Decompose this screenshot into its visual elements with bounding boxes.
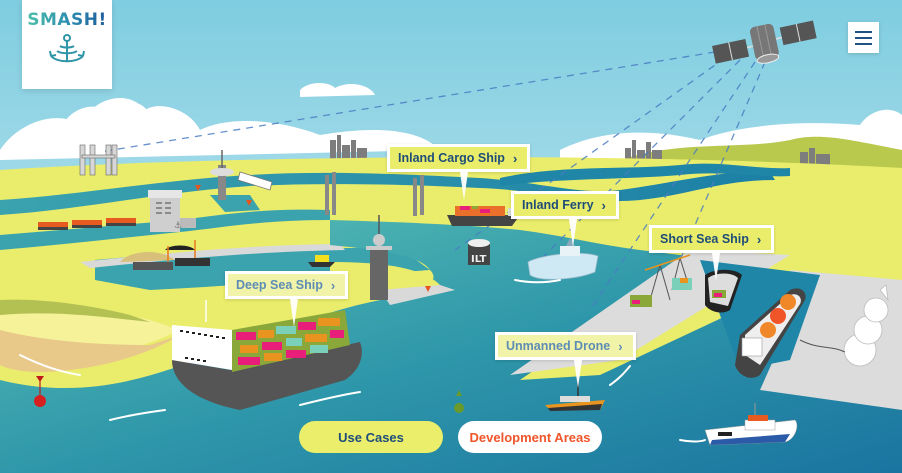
development-areas-button[interactable]: Development Areas	[458, 421, 602, 453]
anchor-icon	[49, 34, 85, 63]
chevron-right-icon: ›	[756, 231, 762, 247]
label-inland-cargo-ship[interactable]: Inland Cargo Ship ›	[387, 144, 531, 200]
label-short-sea-ship[interactable]: Short Sea Ship ›	[649, 225, 775, 281]
hamburger-menu-button[interactable]	[848, 22, 879, 53]
label-text: Short Sea Ship	[660, 232, 749, 246]
svg-text:⚓: ⚓	[174, 221, 182, 231]
label-inland-ferry[interactable]: Inland Ferry ›	[511, 191, 619, 247]
hamburger-menu-icon-bar	[855, 30, 872, 33]
chevron-right-icon: ›	[330, 277, 336, 293]
hamburger-menu-icon-bar	[855, 36, 872, 39]
label-pointer	[460, 172, 468, 200]
label-pointer	[712, 253, 720, 281]
chevron-right-icon: ›	[512, 150, 518, 166]
svg-text:ILT: ILT	[471, 254, 486, 265]
label-text: Inland Cargo Ship	[398, 151, 505, 165]
label-text: Inland Ferry	[522, 198, 594, 212]
smash-logo[interactable]: SMASH!	[22, 0, 112, 89]
label-pointer	[290, 299, 298, 327]
use-cases-button[interactable]: Use Cases	[299, 421, 443, 453]
label-pointer	[569, 219, 577, 247]
chevron-right-icon: ›	[618, 338, 623, 354]
label-text: Deep Sea Ship	[236, 278, 323, 292]
logo-text: SMASH!	[27, 10, 107, 30]
label-deep-sea-ship[interactable]: Deep Sea Ship ›	[225, 271, 349, 327]
label-text: Unmanned Drone	[506, 339, 611, 353]
label-pointer	[574, 360, 582, 388]
chevron-right-icon: ›	[601, 197, 606, 213]
label-unmanned-drone[interactable]: Unmanned Drone ›	[495, 332, 636, 388]
hamburger-menu-icon-bar	[855, 42, 872, 45]
